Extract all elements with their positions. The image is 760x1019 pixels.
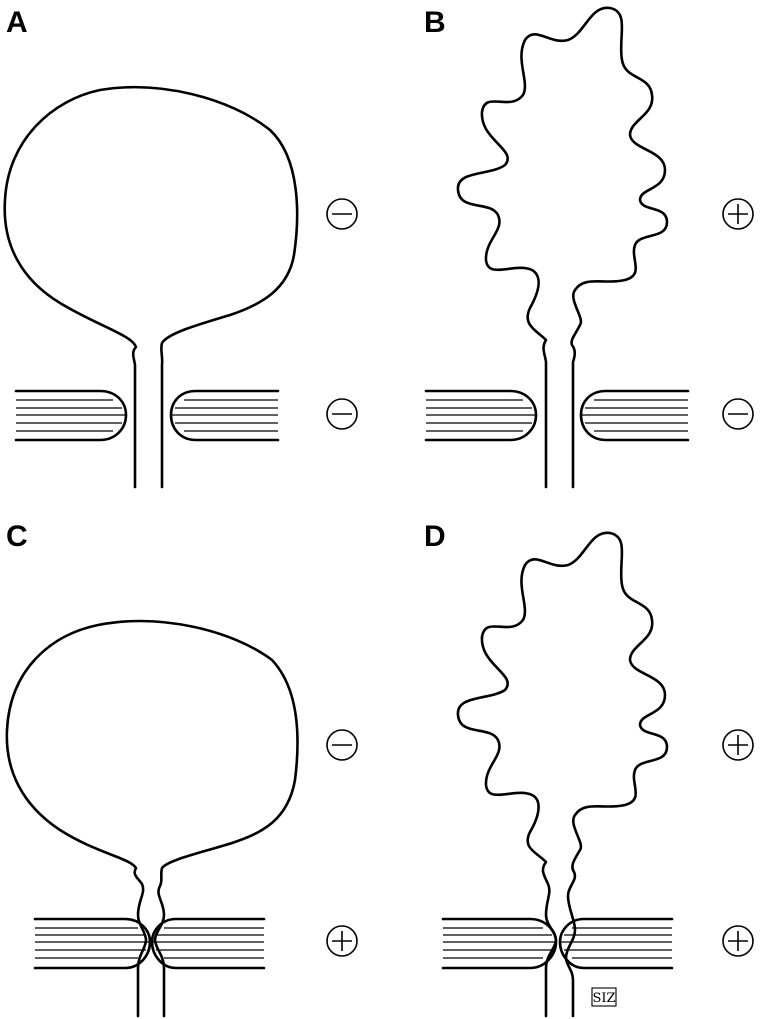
plus-sign-icon <box>722 729 754 761</box>
minus-sign-icon <box>722 398 754 430</box>
plus-sign-icon <box>722 925 754 957</box>
panel-d: SIZ <box>441 531 754 1018</box>
sphincter-muscle-right-c <box>150 917 266 970</box>
bladder-outline-b <box>456 6 669 489</box>
sphincter-muscle-left-b <box>424 389 538 442</box>
bladder-outline-a <box>3 85 299 489</box>
panel-c <box>5 619 358 1018</box>
panel-b <box>424 6 754 489</box>
plus-sign-icon <box>326 925 358 957</box>
sphincter-muscle-left-d <box>441 917 558 970</box>
sphincter-muscle-right-b <box>579 389 690 442</box>
signature-text: SIZ <box>592 991 615 1006</box>
sphincter-muscle-left-c <box>33 917 152 970</box>
panel-label-c: C <box>6 520 28 553</box>
sphincter-muscle-left-a <box>14 389 128 442</box>
panel-label-d: D <box>424 520 446 553</box>
plus-sign-icon <box>722 198 754 230</box>
panel-label-a: A <box>6 6 28 39</box>
sphincter-muscle-right-a <box>169 389 280 442</box>
minus-sign-icon <box>326 729 358 761</box>
artist-signature: SIZ <box>591 987 617 1007</box>
minus-sign-icon <box>326 398 358 430</box>
minus-sign-icon <box>326 198 358 230</box>
bladder-outline-d <box>456 531 669 1018</box>
sphincter-muscle-right-d <box>558 917 674 970</box>
bladder-outline-c <box>5 619 299 1018</box>
panel-a <box>3 85 358 489</box>
panel-label-b: B <box>424 6 446 39</box>
